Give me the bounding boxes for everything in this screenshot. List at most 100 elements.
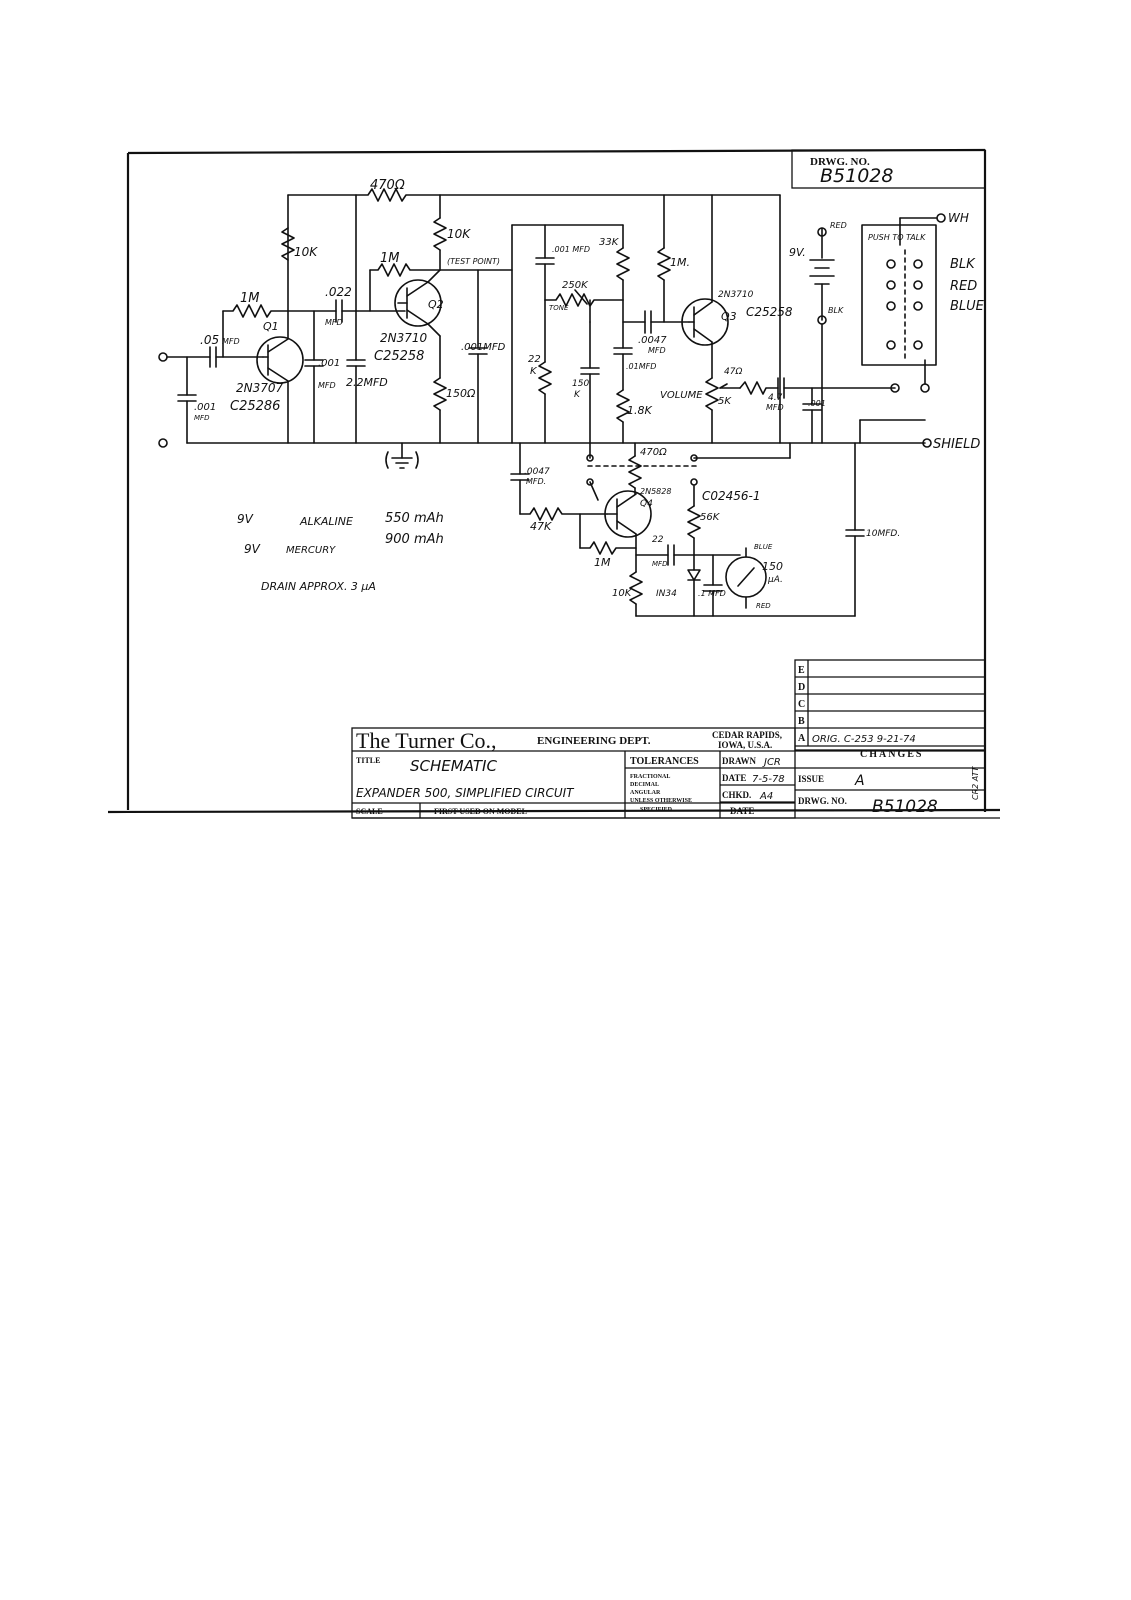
label-pot-tone: TONE [549, 304, 569, 312]
drwg-value: B51028 [872, 797, 938, 817]
label-r-150k-a: 150 [572, 379, 589, 389]
label-c-22mfd: 2.2MFD [346, 376, 388, 389]
component-labels: 470Ω 10K 10K 1M 1M .022 MFD .05 MFD .001… [194, 178, 985, 610]
tol-angular: ANGULAR [630, 790, 661, 796]
label-wire-red: RED [950, 279, 977, 294]
label-q1: Q1 [263, 320, 279, 333]
label-c-001-in: .001 [194, 402, 216, 413]
label-c-22-q4-unit: MFD [652, 560, 668, 568]
change-letter-e: E [798, 665, 805, 676]
label-r-22k-a: 22 [528, 354, 541, 365]
change-letter-d: D [798, 682, 805, 693]
date-label: DATE [722, 773, 746, 783]
label-c-001-right: .001MFD [461, 342, 506, 353]
label-c-47: 4.7 [768, 393, 783, 403]
battery-notes: 9V ALKALINE 550 mAh 9V MERCURY 900 mAh D… [237, 511, 444, 593]
changes-block: E D C B A ORIG. C-253 9-21-74 CHANGES CR… [794, 659, 986, 800]
label-meter-red: RED [756, 602, 771, 610]
tol-unless: UNLESS OTHERWISE [630, 798, 692, 804]
label-meter-value: 150 [762, 560, 783, 573]
label-r-18k: 1.8K [627, 404, 652, 417]
label-r-470-low: 470Ω [640, 447, 667, 458]
label-c-01: .01MFD [626, 362, 656, 371]
label-r-470-top: 470Ω [370, 178, 405, 193]
label-volume: VOLUME [660, 390, 703, 401]
label-diode: IN34 [656, 589, 677, 599]
drawing-number-header: DRWG. NO. B51028 [791, 149, 986, 189]
company-name: The Turner Co., [356, 728, 497, 753]
label-c-22-q4: 22 [652, 535, 664, 545]
note-line1-b: ALKALINE [299, 515, 353, 528]
chkd-label: CHKD. [722, 790, 751, 800]
engineering-dept: ENGINEERING DEPT. [537, 735, 651, 747]
label-r-47k: 47K [530, 520, 552, 533]
label-q3-code: C25258 [746, 305, 793, 319]
note-line2-a: 9V [244, 542, 261, 556]
label-q4-part: 2N5828 [640, 487, 671, 496]
note-line3: DRAIN APPROX. 3 μA [261, 580, 376, 593]
label-meter-blue: BLUE [754, 543, 773, 551]
title-label: TITLE [356, 756, 380, 765]
label-c-47-unit: MFD [766, 403, 784, 412]
title-block: The Turner Co., ENGINEERING DEPT. CEDAR … [351, 727, 985, 819]
label-r-1m-q4: 1M [594, 556, 611, 569]
tol-fractional: FRACTIONAL [630, 774, 670, 780]
label-r-47ohm: 47Ω [724, 367, 742, 377]
label-r-1m-q2: 1M [380, 251, 400, 266]
change-letter-c: C [798, 699, 805, 710]
label-q1-part: 2N3707 [236, 381, 284, 395]
label-q2-part: 2N3710 [380, 331, 428, 345]
issue-value: A [854, 773, 865, 789]
drawn-value: JCR [762, 757, 781, 768]
label-c-0047-low: .0047 [524, 467, 550, 477]
label-r-1m-q3: 1M. [670, 256, 690, 269]
label-c-0047: .0047 [638, 335, 667, 346]
label-q3: Q3 [721, 310, 737, 323]
label-test-point: (TEST POINT) [447, 257, 500, 266]
first-used-label: FIRST USED ON MODEL [434, 807, 527, 816]
change-a-text: ORIG. C-253 9-21-74 [812, 734, 916, 745]
label-q2: Q2 [428, 298, 444, 311]
label-c-022: .022 [325, 285, 352, 299]
label-c-0047-unit: MFD [648, 346, 666, 355]
label-battery-blk: BLK [828, 306, 844, 315]
change-letter-b: B [798, 716, 805, 727]
label-r-150-q2: 150Ω [446, 387, 476, 400]
label-c-1-meter: .1 MFD [698, 589, 726, 598]
label-meter-unit: μA. [767, 575, 783, 585]
label-c-05: .05 [200, 333, 219, 347]
note-line2-b: MERCURY [286, 545, 336, 556]
label-r-10k-left: 10K [294, 245, 318, 259]
label-wire-blue: BLUE [950, 299, 985, 314]
label-q2-code: C25258 [374, 349, 424, 364]
label-q1-code: C25286 [230, 399, 280, 414]
label-r-10k-q4: 10K [612, 588, 633, 599]
label-switch-code: C02456-1 [702, 489, 761, 503]
label-c-001-out: .001 [808, 399, 826, 408]
label-battery: 9V. [789, 246, 806, 259]
title-value: SCHEMATIC [410, 757, 497, 775]
label-c-0047-low-unit: MFD. [526, 477, 546, 486]
chkd-value: A4 [759, 791, 773, 802]
schematic-wiring [158, 188, 946, 617]
label-wire-blk: BLK [950, 257, 976, 272]
scale-label: SCALE [356, 807, 383, 816]
label-q3-part: 2N3710 [718, 290, 754, 300]
side-note: CR2 ATT [971, 765, 980, 800]
issue-label: ISSUE [798, 774, 824, 784]
label-r-10k-q2: 10K [447, 227, 471, 241]
label-q4: Q4 [640, 499, 653, 509]
drwg-no-header-value: B51028 [820, 165, 893, 187]
date-value: 7-5-78 [752, 774, 785, 785]
label-r-1m-q1: 1M [240, 291, 260, 306]
label-c-001-tone: .001 MFD [552, 245, 590, 254]
label-c-022-unit: MFD [325, 318, 343, 327]
state: IOWA, U.S.A. [718, 740, 772, 750]
drwg-no-header-label: DRWG. NO. [810, 156, 870, 168]
date2-label: DATE [730, 806, 754, 816]
subtitle-value: EXPANDER 500, SIMPLIFIED CIRCUIT [356, 786, 575, 800]
changes-label: CHANGES [860, 749, 923, 760]
note-line1-c: 550 mAh [385, 511, 444, 526]
label-c-001-in-unit: MFD [194, 414, 210, 422]
